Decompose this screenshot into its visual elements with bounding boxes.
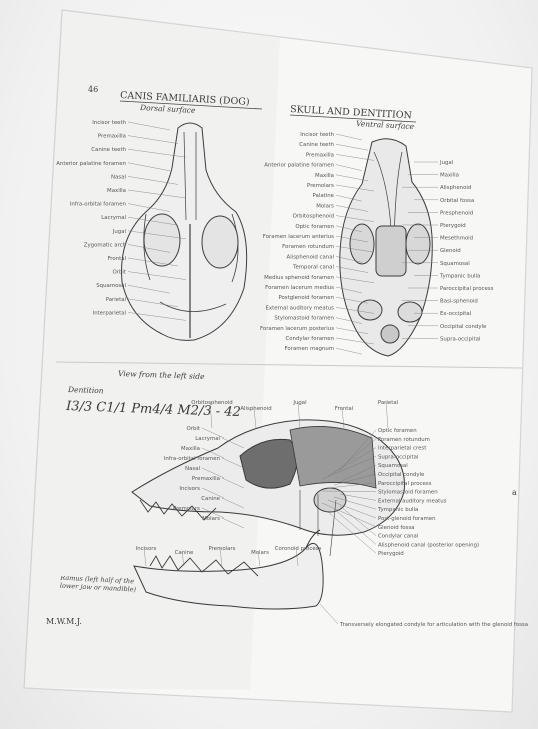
ventral-label: Jugal: [439, 160, 453, 166]
ventral-label: Supra-occipital: [440, 336, 480, 342]
dorsal-label: Zygomatic arch: [84, 242, 126, 248]
ventral-label: Pterygoid: [440, 223, 466, 229]
dorsal-label: Anterior palatine foramen: [56, 161, 126, 167]
ventral-label: Ex-occipital: [440, 311, 471, 317]
lateral-label: Condylar canal: [378, 534, 418, 540]
dorsal-label: Lacrymal: [101, 215, 126, 221]
lateral-label: Foramen rotundum: [378, 437, 430, 443]
lateral-label: Squamosal: [378, 463, 408, 469]
ventral-label: Premaxilla: [306, 152, 334, 158]
lateral-label: Lacrymal: [195, 436, 220, 442]
lateral-label: Optic foramen: [378, 428, 417, 434]
ventral-label: Medius sphenoid foramen: [264, 275, 334, 281]
ventral-label: Alisphenoid: [440, 185, 471, 191]
lateral-label: Nasal: [185, 466, 200, 472]
mandible-caption: Ramus (left half of the lower jaw or man…: [60, 576, 152, 595]
lateral-label: Incisors: [136, 546, 157, 552]
dorsal-label: Infra-orbital foramen: [70, 202, 126, 208]
dorsal-label: Frontal: [108, 256, 126, 262]
ventral-label: Canine teeth: [299, 142, 334, 148]
signature: M.W.M.J.: [46, 617, 82, 626]
ventral-label: Foramen magnum: [285, 346, 334, 352]
lateral-label: Alisphenoid canal (posterior opening): [378, 542, 479, 548]
dorsal-label: Incisor teeth: [92, 120, 126, 126]
ventral-label: Foramen lacerum anterius: [263, 234, 334, 240]
ventral-label: Mesethmoid: [440, 236, 473, 242]
ventral-label: Postglenoid foramen: [278, 295, 334, 301]
dorsal-label: Nasal: [111, 174, 126, 180]
lateral-label: Supra-occipital: [378, 454, 418, 460]
lateral-label: Orbit: [187, 426, 201, 432]
ventral-label: Orbitosphenoid: [293, 214, 334, 220]
margin-mark: a: [512, 488, 517, 497]
dorsal-label: Premaxilla: [98, 134, 126, 140]
ventral-label: Squamosal: [440, 261, 470, 267]
dorsal-label: Maxilla: [107, 188, 126, 194]
lateral-label: Molars: [202, 516, 220, 522]
ventral-label: External auditory meatus: [266, 305, 335, 311]
dentition-label: Dentition: [67, 385, 104, 395]
lateral-label: Maxilla: [181, 446, 200, 452]
lateral-label: Canine: [175, 550, 194, 556]
lateral-label: Premolars: [209, 546, 236, 552]
ventral-label: Maxilla: [440, 173, 459, 179]
lateral-label: Paroccipital process: [378, 481, 432, 487]
ventral-label: Foramen rotundum: [282, 244, 334, 250]
lateral-label: Pterygoid: [378, 551, 404, 557]
page-number: 46: [88, 85, 98, 94]
ventral-label: Foramen lacerum medius: [265, 285, 334, 291]
lateral-label: Premaxilla: [192, 476, 220, 482]
lateral-label: Canine: [201, 496, 220, 502]
ventral-label: Temporal canal: [292, 265, 334, 271]
lateral-label: Parietal: [378, 400, 398, 406]
lateral-label: Coronoid process: [275, 546, 322, 552]
lateral-label: Stylomastoid foramen: [378, 490, 438, 496]
lateral-label: Premolars: [173, 506, 200, 512]
lateral-label: Interparietal crest: [378, 446, 426, 452]
lateral-label: Frontal: [335, 406, 353, 412]
dorsal-label: Canine teeth: [91, 147, 126, 153]
ventral-label: Incisor teeth: [300, 132, 334, 138]
ventral-label: Optic foramen: [295, 224, 334, 230]
lateral-label: Incisors: [179, 486, 200, 492]
lateral-label: Transversely elongated condyle for artic…: [339, 622, 528, 628]
dorsal-label: Parietal: [106, 297, 126, 303]
dorsal-label: Jugal: [112, 229, 126, 235]
lateral-label: Orbitosphenoid: [191, 400, 232, 406]
lateral-label: Occipital condyle: [378, 472, 425, 478]
dorsal-label: Interparietal: [93, 310, 126, 316]
lateral-label: Tympanic bulla: [377, 507, 418, 513]
ventral-label: Orbital fossa: [440, 198, 474, 204]
ventral-label: Alisphenoid canal: [287, 254, 334, 260]
dorsal-label: Orbit: [113, 270, 127, 276]
lateral-label: Post-glenoid foramen: [378, 516, 436, 522]
ventral-label: Anterior palatine foramen: [264, 163, 334, 169]
mandible-caption-box: Ramus (left half of the lower jaw or man…: [60, 576, 152, 622]
ventral-label: Premolars: [307, 183, 334, 189]
ventral-label: Stylomastoid foramen: [274, 316, 334, 322]
lateral-label: Glenoid fossa: [378, 525, 414, 531]
lateral-label: External auditory meatus: [378, 498, 447, 504]
lateral-label: Molars: [251, 550, 269, 556]
ventral-label: Condylar foramen: [285, 336, 334, 342]
ventral-label: Presphenoid: [440, 210, 473, 216]
ventral-label: Foramen lacerum posterius: [260, 326, 334, 332]
ventral-label: Maxilla: [315, 173, 334, 179]
ventral-label: Molars: [316, 203, 334, 209]
dorsal-label: Squamosal: [96, 283, 126, 289]
ventral-label: Basi-sphenoid: [440, 299, 478, 305]
ventral-label: Tympanic bulla: [439, 273, 480, 279]
lateral-label: Alisphenoid: [240, 406, 271, 412]
ventral-label: Glenoid: [440, 248, 461, 254]
ventral-label: Paroccipital process: [440, 286, 494, 292]
ventral-label: Palatine: [313, 193, 335, 199]
lateral-label: Jugal: [292, 400, 306, 406]
lateral-label: Infra-orbital foramen: [164, 456, 220, 462]
ventral-label: Occipital condyle: [440, 324, 487, 330]
